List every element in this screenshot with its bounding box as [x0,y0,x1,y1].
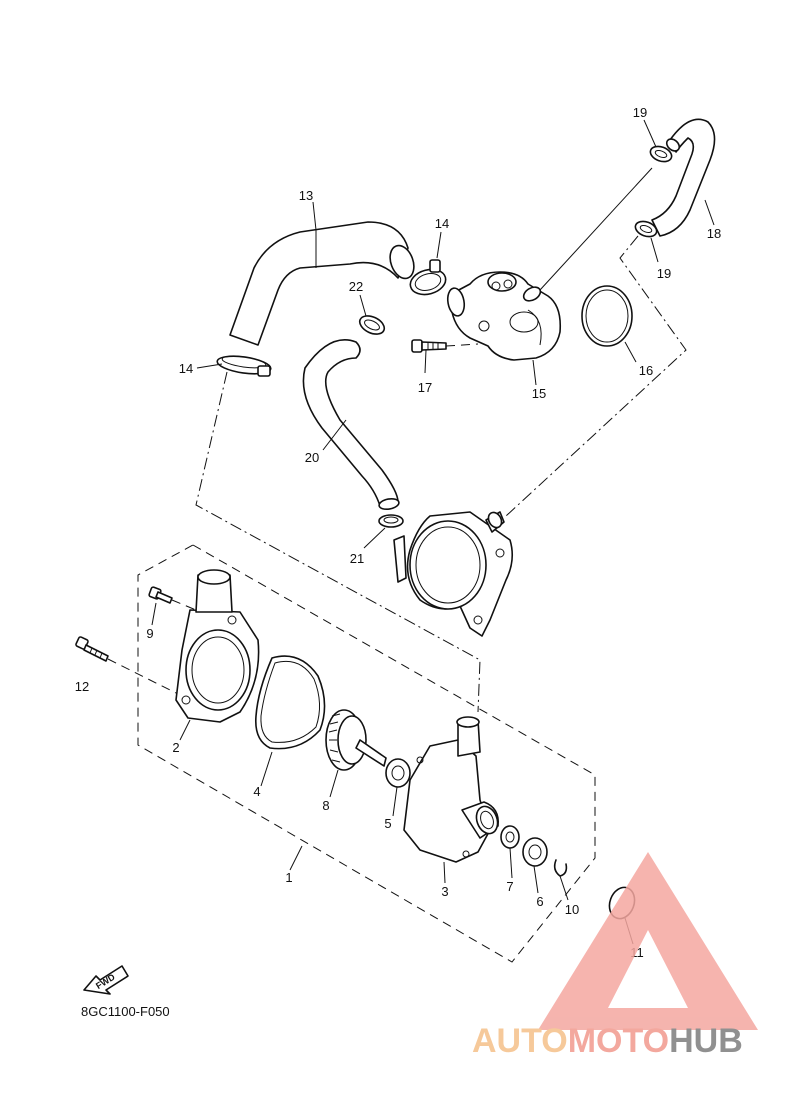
seal-5 [385,758,411,788]
clamp-19-upper [649,145,673,163]
bearing-6 [522,837,548,867]
assembly-boundary [137,544,596,963]
callout-20: 20 [305,450,319,465]
clamp-14-left [216,355,272,377]
clamp-22 [358,315,386,335]
callout-1: 1 [285,870,292,885]
seal-7 [500,825,520,849]
bolt-12 [75,636,177,694]
callout-21: 21 [350,551,364,566]
o-ring-16 [581,285,633,347]
impeller-8 [325,709,387,771]
watermark-logo: AUTOMOTOHUB [472,852,758,1060]
callout-19-lower: 19 [657,266,671,281]
watermark-auto: AUTO [472,1022,568,1060]
callout-19-upper: 19 [633,105,647,120]
hose-13 [229,221,415,346]
callout-12: 12 [75,679,89,694]
circlip-10 [553,859,568,877]
pump-cover-2 [175,569,260,723]
fwd-arrow-icon: FWD [83,965,129,995]
svg-text:AUTOMOTOHUB: AUTOMOTOHUB [472,1022,743,1060]
routing-line-hose14 [195,371,481,713]
routing-line-18-15 [539,167,653,291]
callout-2: 2 [172,740,179,755]
diagram-code: 8GC1100-F050 [81,1004,170,1019]
callout-6: 6 [536,894,543,909]
hose-20 [302,339,400,511]
callout-9: 9 [146,626,153,641]
gasket-4 [254,655,326,750]
hose-18 [651,118,716,237]
callout-14-left: 14 [179,361,193,376]
callout-22: 22 [349,279,363,294]
thermostat-housing-15 [446,271,562,361]
watermark-moto: MOTO [568,1022,669,1060]
callout-4: 4 [253,784,260,799]
clamp-14-right [409,259,447,296]
bolt-9 [148,586,197,611]
clamp-19-lower [634,220,658,238]
leader-lines [151,119,715,945]
bolt-17 [411,339,479,353]
callout-labels: 1 2 3 4 5 6 7 8 9 10 11 12 13 14 14 15 1… [75,105,721,960]
callout-13: 13 [299,188,313,203]
watermark-hub: HUB [669,1022,743,1060]
callout-15: 15 [532,386,546,401]
watermark-triangle-icon [538,852,758,1030]
reservoir-tank [393,511,514,637]
callout-14-right: 14 [435,216,449,231]
pump-housing-3 [403,716,500,863]
callout-17: 17 [418,380,432,395]
clamp-21 [378,514,404,528]
callout-10: 10 [565,902,579,917]
routing-line-hose18 [505,235,687,517]
callout-7: 7 [506,879,513,894]
callout-5: 5 [384,816,391,831]
callout-3: 3 [441,884,448,899]
callout-18: 18 [707,226,721,241]
callout-16: 16 [639,363,653,378]
callout-8: 8 [322,798,329,813]
